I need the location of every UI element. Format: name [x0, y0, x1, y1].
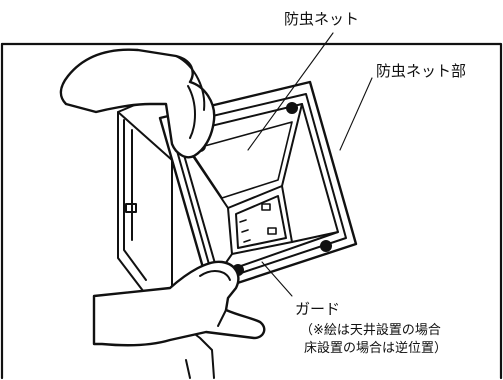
screw-top-right [286, 102, 298, 114]
label-insect-net: 防虫ネット [284, 10, 360, 28]
label-guard: ガード [295, 300, 341, 318]
label-note-line1: （※絵は天井設置の場合 [300, 323, 441, 338]
leader-lines [247, 32, 373, 297]
top-hand [59, 48, 216, 159]
leader-insect-net [247, 32, 334, 151]
label-note-line2: 床設置の場合は逆位置） [304, 341, 448, 356]
leader-insect-net-part [339, 77, 373, 151]
figure-frame [0, 42, 503, 380]
guard-bars [239, 203, 277, 243]
bottom-hand [92, 260, 266, 347]
leader-guard [261, 261, 293, 297]
label-insect-net-part: 防虫ネット部 [376, 62, 467, 80]
screw-bottom-right [320, 240, 332, 252]
